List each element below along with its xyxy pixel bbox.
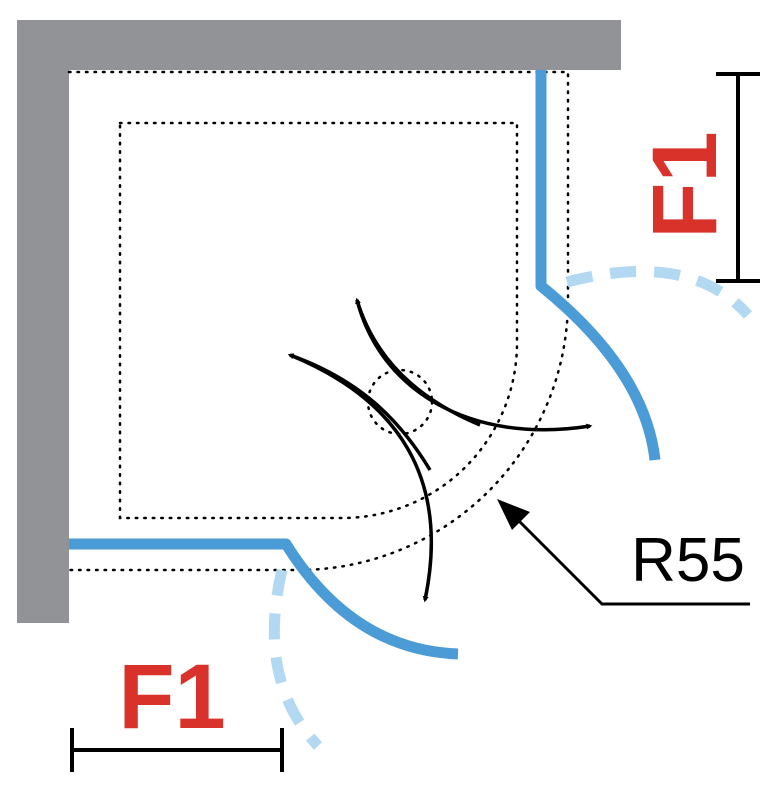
radius-leader: R55 (497, 499, 750, 606)
dimension-bottom (70, 728, 284, 772)
opening-arrows (287, 297, 593, 603)
shower-tray-outline (67, 70, 570, 572)
radius-arrowhead (497, 499, 530, 530)
door-swing-paths (268, 265, 753, 750)
radius-label: R55 (631, 526, 745, 595)
drain-circle (366, 368, 434, 436)
dotted-outlines (67, 70, 570, 572)
door-swing-right (565, 265, 753, 319)
wall-top (17, 20, 621, 70)
door-right (535, 70, 661, 461)
arrow-right (355, 299, 593, 432)
arrow-down (289, 353, 434, 603)
door-bottom (69, 538, 459, 660)
wall-corner (17, 20, 621, 623)
shower-doors (69, 70, 661, 660)
dimension-right (716, 72, 760, 283)
inner-tray-outline (118, 121, 519, 520)
wall-left (17, 20, 69, 623)
dimension-right-label: F1 (634, 131, 736, 238)
radius-leader-line (508, 510, 750, 606)
dimension-bottom-label: F1 (118, 646, 225, 748)
door-swing-bottom (268, 568, 323, 750)
